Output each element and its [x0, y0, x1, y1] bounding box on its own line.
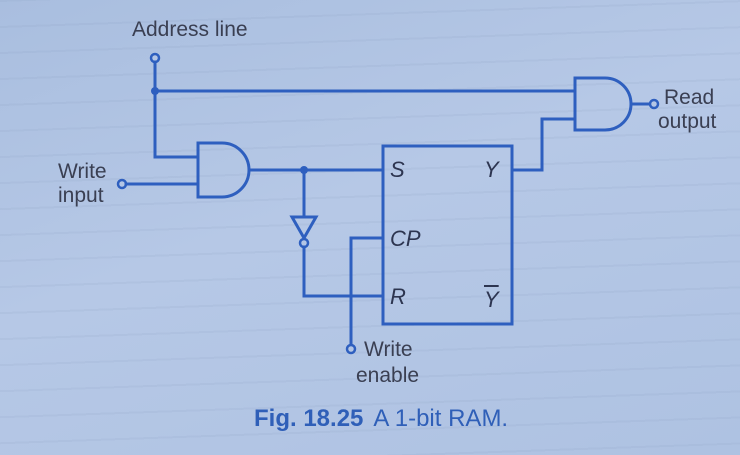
write-input-label-line2: input — [58, 184, 104, 207]
pin-y-label: Y — [484, 157, 499, 182]
sr-flipflop-box — [381, 144, 514, 326]
pin-r-label: R — [390, 284, 406, 309]
write-enable-to-cp-wire — [349, 236, 385, 347]
pin-s-label: S — [390, 157, 405, 182]
inverter-gate — [289, 215, 319, 242]
write-enable-label-line2: enable — [356, 364, 420, 387]
figure-number: Fig. 18.25 — [254, 405, 364, 432]
read-and-gate — [573, 76, 633, 132]
y-output-to-read-gate-wire — [510, 117, 577, 172]
pin-ybar-label: Y — [484, 287, 499, 312]
pin-cp-label: CP — [390, 226, 421, 251]
write-input-label-line1: Write — [58, 160, 107, 183]
write-enable-terminal — [345, 343, 357, 355]
inverter-to-r-wire — [302, 245, 385, 298]
address-line-label: Address line — [132, 18, 248, 41]
read-output-label-line2: output — [658, 110, 717, 133]
figure-title: A 1-bit RAM. — [373, 405, 509, 432]
address-line-junction — [151, 87, 159, 95]
write-and-gate — [196, 141, 251, 199]
read-output-label-line1: Read — [664, 86, 715, 109]
figure-caption: Fig. 18.25 A 1-bit RAM. — [254, 405, 508, 433]
read-output-terminal — [648, 98, 660, 110]
write-enable-label-line1: Write — [364, 338, 413, 361]
